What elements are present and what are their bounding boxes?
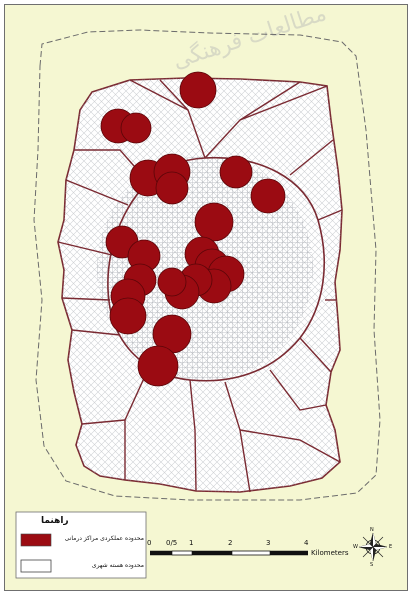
scale-unit: Kilometers [311, 549, 349, 557]
service-area [120, 112, 152, 144]
scale-bar [150, 550, 308, 556]
compass-w: W [353, 544, 358, 550]
service-area [250, 178, 286, 214]
compass-e: E [389, 544, 393, 550]
scale-label-4: 4 [304, 539, 309, 547]
legend-label-service-area: محدوده عملکردی مراکز درمانی [64, 535, 144, 542]
service-area [137, 345, 179, 387]
north-arrow-icon [358, 532, 388, 562]
service-area [219, 155, 253, 189]
legend-swatch-city-core [20, 559, 52, 573]
district-boundaries [57, 79, 343, 493]
outer-boundary-dashed [33, 29, 381, 501]
compass-s: S [370, 562, 374, 568]
scale-label-0-5: 0/5 [166, 539, 178, 547]
legend-label-city-core: محدوده هسته شهری [91, 562, 144, 569]
scale-label-1: 1 [189, 539, 194, 547]
service-area [194, 202, 234, 242]
service-area [109, 297, 147, 335]
service-area [155, 171, 189, 205]
ring-road [107, 156, 326, 382]
legend-title: راهنما [41, 516, 69, 526]
service-areas [100, 71, 286, 387]
legend-swatch-service-area [20, 533, 52, 547]
scale-label-2: 2 [228, 539, 233, 547]
service-area [179, 71, 217, 109]
compass-n: N [370, 527, 374, 533]
service-area [157, 267, 187, 297]
scale-label-3: 3 [266, 539, 271, 547]
scale-label-0: 0 [147, 539, 152, 547]
